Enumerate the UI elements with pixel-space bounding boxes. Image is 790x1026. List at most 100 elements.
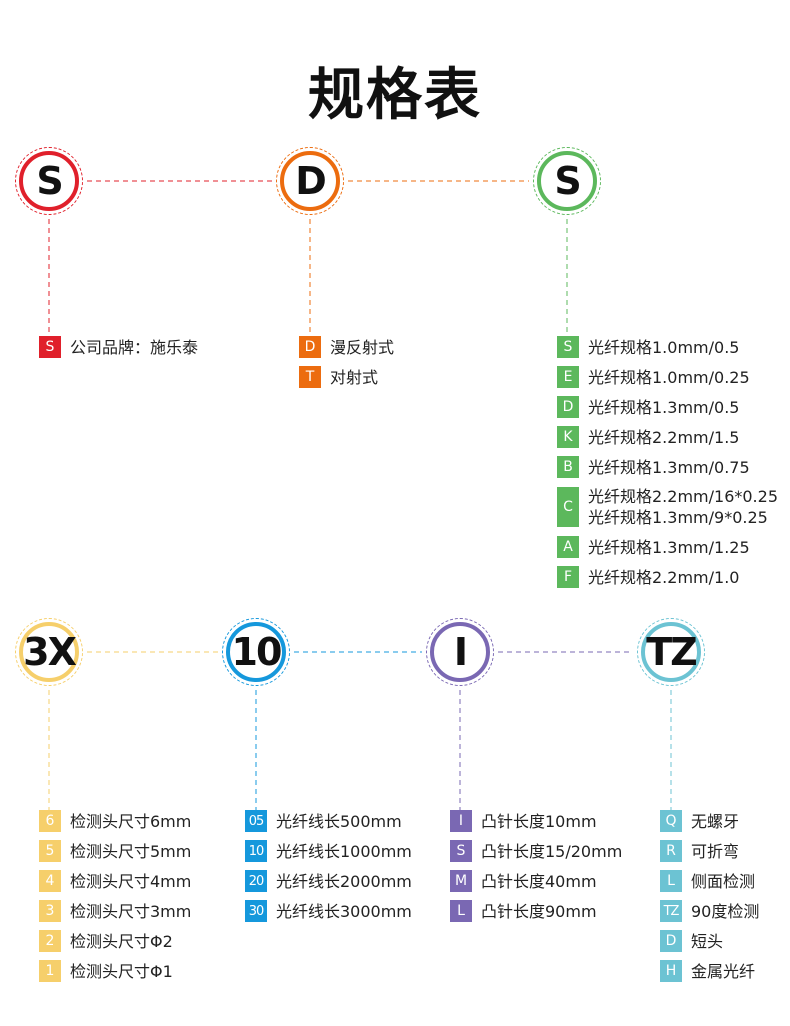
- spec-text: 光纤线长500mm: [276, 811, 402, 831]
- code-badge: C: [557, 487, 579, 527]
- spec-text: 短头: [691, 931, 724, 951]
- list-item: D 光纤规格1.3mm/0.5: [557, 396, 778, 418]
- list-item: 3 检测头尺寸3mm: [39, 900, 191, 922]
- spec-description: 90度检测: [691, 901, 759, 922]
- code-badge: 1: [39, 960, 61, 982]
- spec-description: 凸针长度10mm: [481, 811, 597, 832]
- spec-text: 凸针长度10mm: [481, 811, 597, 831]
- code-circle: TZ: [637, 618, 705, 686]
- code-badge: Q: [660, 810, 682, 832]
- spec-text: 光纤线长3000mm: [276, 901, 412, 921]
- spec-text-line2: 光纤规格1.3mm/9*0.25: [588, 508, 768, 527]
- code-badge: R: [660, 840, 682, 862]
- spec-text: 光纤规格1.3mm/0.75: [588, 457, 750, 477]
- code-badge: D: [557, 396, 579, 418]
- spec-description: 短头: [691, 931, 723, 952]
- code-letter: S: [36, 159, 63, 203]
- spec-description: 检测头尺寸3mm: [70, 901, 191, 922]
- spec-description: 检测头尺寸5mm: [70, 841, 191, 862]
- spec-text: 侧面检测: [691, 871, 756, 891]
- spec-text: 检测头尺寸Φ2: [70, 931, 173, 951]
- code-letter: TZ: [646, 630, 698, 674]
- code-badge: S: [39, 336, 61, 358]
- spec-description: 光纤线长1000mm: [276, 841, 412, 862]
- spec-description: 光纤规格2.2mm/1.0: [588, 567, 739, 588]
- spec-description: 凸针长度90mm: [481, 901, 597, 922]
- code-badge: K: [557, 426, 579, 448]
- spec-text: 光纤规格2.2mm/1.0: [588, 567, 740, 587]
- spec-description: 检测头尺寸Φ1: [70, 961, 173, 982]
- code-circle: S: [15, 147, 83, 215]
- spec-description: 漫反射式: [330, 337, 394, 358]
- list-item: R 可折弯: [660, 840, 759, 862]
- spec-text: 光纤规格2.2mm/16*0.25: [588, 487, 778, 506]
- spec-text: 凸针长度40mm: [481, 871, 597, 891]
- spec-text: 光纤规格1.3mm/0.5: [588, 397, 740, 417]
- list-item: L 凸针长度90mm: [450, 900, 622, 922]
- list-item: S 公司品牌：施乐泰: [39, 336, 198, 358]
- spec-description: 检测头尺寸6mm: [70, 811, 191, 832]
- code-letter: 3X: [23, 630, 77, 674]
- spec-text: 公司品牌：施乐泰: [70, 337, 199, 357]
- list-item: 1 检测头尺寸Φ1: [39, 960, 191, 982]
- spec-text: 可折弯: [691, 841, 740, 861]
- list-item: 10 光纤线长1000mm: [245, 840, 412, 862]
- code-badge: 6: [39, 810, 61, 832]
- spec-text: 光纤规格1.0mm/0.5: [588, 337, 740, 357]
- spec-text: 对射式: [330, 367, 379, 387]
- spec-description: 凸针长度40mm: [481, 871, 597, 892]
- spec-text: 光纤规格2.2mm/1.5: [588, 427, 740, 447]
- spec-description: 光纤规格2.2mm/16*0.25 光纤规格1.3mm/9*0.25: [588, 486, 778, 528]
- spec-text: 90度检测: [691, 901, 760, 921]
- spec-description: 光纤线长3000mm: [276, 901, 412, 922]
- code-badge: D: [660, 930, 682, 952]
- code-badge: T: [299, 366, 321, 388]
- spec-description: 光纤规格1.3mm/0.75: [588, 457, 750, 478]
- spec-description: 光纤规格1.0mm/0.5: [588, 337, 739, 358]
- code-letter: S: [554, 159, 581, 203]
- code-badge: 10: [245, 840, 267, 862]
- spec-text: 检测头尺寸5mm: [70, 841, 192, 861]
- list-item: T 对射式: [299, 366, 394, 388]
- list-item: C 光纤规格2.2mm/16*0.25 光纤规格1.3mm/9*0.25: [557, 486, 778, 528]
- code-badge: I: [450, 810, 472, 832]
- spec-text: 检测头尺寸6mm: [70, 811, 192, 831]
- list-item: Q 无螺牙: [660, 810, 759, 832]
- code-badge: E: [557, 366, 579, 388]
- spec-description: 侧面检测: [691, 871, 755, 892]
- code-letter: D: [295, 159, 327, 203]
- code-circle: I: [426, 618, 494, 686]
- code-badge: L: [450, 900, 472, 922]
- list-item: 6 检测头尺寸6mm: [39, 810, 191, 832]
- spec-text: 光纤线长1000mm: [276, 841, 412, 861]
- spec-text: 检测头尺寸4mm: [70, 871, 192, 891]
- spec-text: 检测头尺寸3mm: [70, 901, 192, 921]
- spec-text: 检测头尺寸Φ1: [70, 961, 173, 981]
- spec-description: 公司品牌：施乐泰: [70, 337, 198, 358]
- list-item: I 凸针长度10mm: [450, 810, 622, 832]
- list-item: D 短头: [660, 930, 759, 952]
- spec-description: 无螺牙: [691, 811, 739, 832]
- spec-description: 检测头尺寸Φ2: [70, 931, 173, 952]
- spec-description: 金属光纤: [691, 961, 755, 982]
- spec-text: 凸针长度90mm: [481, 901, 597, 921]
- code-badge: F: [557, 566, 579, 588]
- code-badge: 3: [39, 900, 61, 922]
- spec-description: 光纤规格2.2mm/1.5: [588, 427, 739, 448]
